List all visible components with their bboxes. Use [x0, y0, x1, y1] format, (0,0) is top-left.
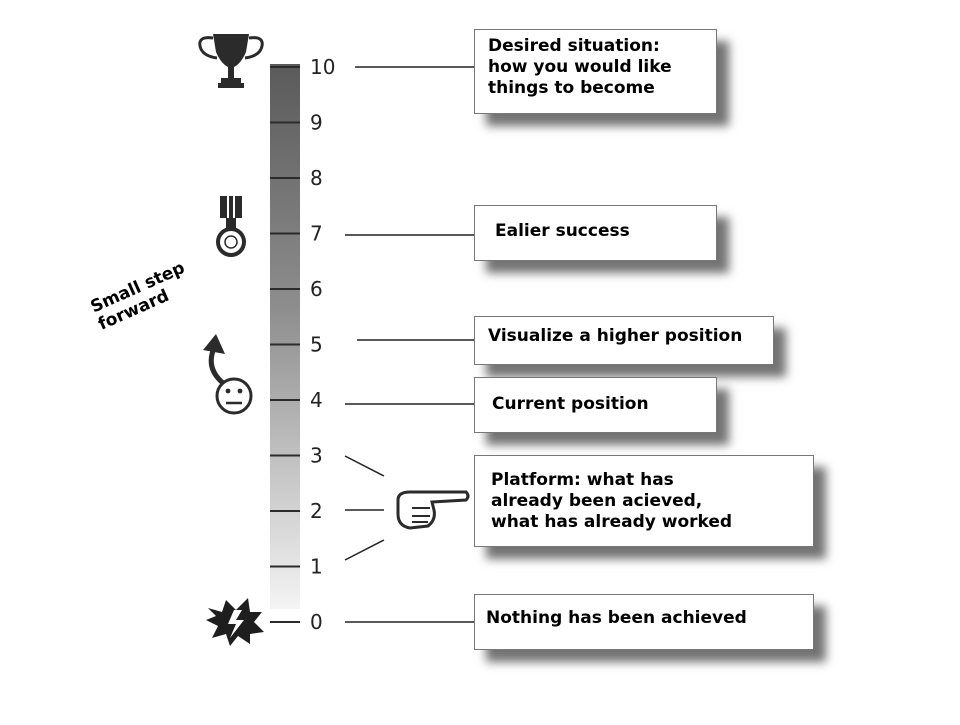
desired-line-1: Desired situation: — [488, 36, 660, 56]
nothing-line-1: Nothing has been achieved — [486, 608, 747, 628]
tick-label-3: 3 — [310, 444, 323, 468]
platform-line-1 — [344, 539, 385, 561]
earlier-line-1: Ealier success — [495, 221, 630, 241]
scale-bar — [270, 64, 300, 609]
visualize-box: Visualize a higher position — [474, 316, 774, 365]
explosion-icon — [206, 598, 264, 646]
platform-box: Platform: what has already been acieved,… — [474, 455, 814, 547]
tick-label-6: 6 — [310, 277, 323, 301]
pointing-hand-icon — [396, 490, 470, 530]
tick-label-0: 0 — [310, 610, 323, 634]
current-line-1: Current position — [492, 394, 649, 414]
tick-label-4: 4 — [310, 388, 323, 412]
tick-label-1: 1 — [310, 555, 323, 579]
scale-ticks: 0 1 2 3 4 5 6 7 8 9 10 — [270, 55, 335, 634]
platform-line-text-3: what has already worked — [491, 512, 733, 532]
visualize-line-1: Visualize a higher position — [488, 326, 743, 346]
medal-icon — [216, 196, 246, 257]
platform-line-3 — [344, 455, 385, 477]
tick-label-10: 10 — [310, 55, 335, 79]
platform-line-text-2: already been acieved, — [491, 491, 703, 511]
platform-line-text-1: Platform: what has — [491, 470, 674, 490]
nothing-achieved-box: Nothing has been achieved — [474, 594, 814, 650]
tick-label-5: 5 — [310, 333, 323, 357]
tick-label-2: 2 — [310, 499, 323, 523]
tick-label-8: 8 — [310, 166, 323, 190]
neutral-face-icon — [215, 377, 253, 415]
earlier-success-box: Ealier success — [474, 205, 717, 261]
trophy-icon — [198, 34, 264, 88]
current-position-box: Current position — [474, 377, 717, 433]
desired-line-2: how you would like — [488, 57, 672, 77]
tick-label-9: 9 — [310, 111, 323, 135]
desired-line-3: things to become — [488, 78, 655, 98]
desired-situation-box: Desired situation: how you would like th… — [474, 29, 717, 114]
tick-label-7: 7 — [310, 222, 323, 246]
